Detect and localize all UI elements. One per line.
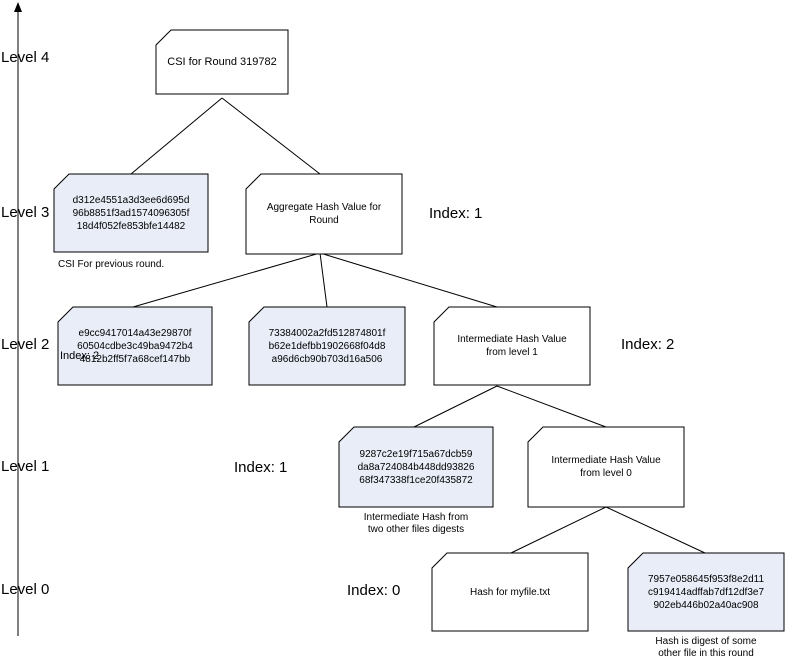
l2-hash-a-line-1: e9cc9417014a43e29870f <box>78 327 192 339</box>
shape-myfile-hash <box>431 552 589 632</box>
shape-level2-hash-b <box>248 306 406 386</box>
level-2-label: Level 2 <box>1 336 50 353</box>
index-label-level2: Index: 2 <box>621 336 675 353</box>
caption-previous-round: CSI For previous round. <box>58 259 165 270</box>
l0-hash-line-1: 7957e058645f953f8e2d11 <box>647 573 765 585</box>
level-1-label: Level 1 <box>1 458 50 475</box>
caption-digest-other-file: Hash is digest of some other file in thi… <box>628 636 784 660</box>
l1-hash-line-2: da8a724084b448dd93826 <box>357 461 475 473</box>
node-level0-other-hash: 7957e058645f953f8e2d11 c919414adffab7df1… <box>628 553 784 631</box>
shape-previous-round-hash <box>53 173 209 253</box>
l0-hash-line-2: c919414adffab7df12df3e7 <box>647 586 765 598</box>
myfile-hash-text: Hash for myfile.txt <box>469 586 551 598</box>
aggregate-line-2: Round <box>309 215 339 226</box>
node-level2-hash-b: 73384002a2fd512874801f b62e1defbb1902668… <box>249 307 405 385</box>
l2-hash-b-line-2: b62e1defbb1902668f04d8 <box>268 340 386 352</box>
node-csi-round-text: CSI for Round 319782 <box>167 55 277 68</box>
node-intermediate-from-level1: Intermediate Hash Value from level 1 <box>434 307 590 385</box>
shape-aggregate-hash <box>245 173 403 255</box>
intermediate-l0-line-2: from level 0 <box>580 468 632 479</box>
level-3-label: Level 3 <box>1 204 50 221</box>
level-4-label: Level 4 <box>1 49 50 66</box>
l1-hash-line-3: 68f347338f1ce20f435872 <box>359 474 473 486</box>
node-previous-round-hash: d312e4551a3d3ee6d695d 96b8851f3ad1574096… <box>54 174 208 252</box>
l2-hash-a-line-3: 4812b2ff5f7a68cef147bb <box>79 353 191 365</box>
shape-intermediate-l0 <box>527 426 685 508</box>
level-0-label: Level 0 <box>1 581 50 598</box>
prev-hash-line-2: 96b8851f3ad1574096305f <box>72 207 190 219</box>
prev-hash-line-1: d312e4551a3d3ee6d695d <box>72 194 190 206</box>
prev-hash-line-3: 18d4f052fe853bfe14482 <box>76 220 186 232</box>
node-level2-hash-a: e9cc9417014a43e29870f 60504cdbe3c49ba947… <box>58 307 212 385</box>
node-intermediate-from-level0: Intermediate Hash Value from level 0 <box>528 427 684 507</box>
intermediate-l1-line-1: Intermediate Hash Value <box>457 334 567 345</box>
intermediate-l0-line-1: Intermediate Hash Value <box>551 455 661 466</box>
node-level1-hash: 9287c2e19f715a67dcb59 da8a724084b448dd93… <box>339 427 493 507</box>
index-label-overlap: Index: 2 <box>60 350 100 362</box>
index-label-level3: Index: 1 <box>429 205 483 222</box>
l2-hash-a-line-2: 60504cdbe3c49ba9472b4 <box>77 340 193 352</box>
index-label-level0: Index: 0 <box>347 582 401 599</box>
shape-level2-hash-a <box>57 306 213 386</box>
intermediate-l1-line-2: from level 1 <box>486 347 538 358</box>
caption-intermediate-from-two: Intermediate Hash from two other files d… <box>339 512 493 536</box>
axis-arrow-icon <box>14 2 22 12</box>
caption-digest-line-1: Hash is digest of some <box>655 636 757 647</box>
node-myfile-hash: Hash for myfile.txt <box>432 553 588 631</box>
tree-edges <box>130 97 706 554</box>
caption-intermediate-line-2: two other files digests <box>367 524 465 535</box>
index-label-level1: Index: 1 <box>234 459 288 476</box>
node-aggregate-hash: Aggregate Hash Value for Round <box>246 174 402 254</box>
l2-hash-b-line-1: 73384002a2fd512874801f <box>268 327 386 339</box>
shape-csi-round <box>155 29 289 95</box>
caption-digest-line-2: other file in this round <box>658 648 754 659</box>
l0-hash-line-3: 902eb446b02a40ac908 <box>653 599 759 611</box>
shape-level1-hash <box>338 426 494 508</box>
l2-hash-b-line-3: a96d6cb90b703d16a506 <box>271 353 383 365</box>
caption-intermediate-line-1: Intermediate Hash from <box>363 512 469 523</box>
shape-intermediate-l1 <box>433 306 591 386</box>
node-csi-round: CSI for Round 319782 <box>156 30 288 94</box>
l1-hash-line-1: 9287c2e19f715a67dcb59 <box>359 448 473 460</box>
shape-level0-other-hash <box>627 552 785 632</box>
aggregate-line-1: Aggregate Hash Value for <box>266 202 382 213</box>
